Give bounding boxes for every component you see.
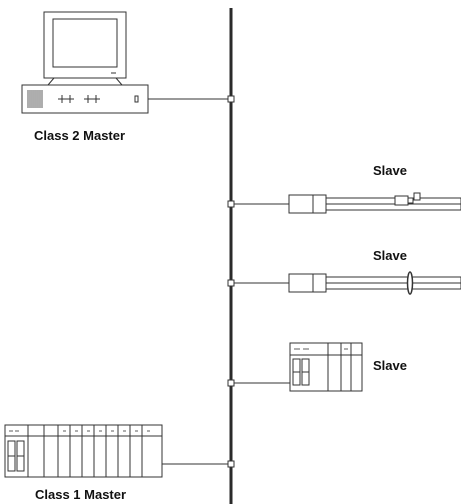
label-class1-master: Class 1 Master (35, 487, 127, 502)
cable-connector-icon (288, 192, 461, 214)
desktop-computer-icon (21, 11, 149, 114)
label-slave-2: Slave (373, 248, 407, 263)
bus-tap-class2-master (227, 95, 235, 103)
plc-rack-icon (4, 424, 163, 478)
label-class2-master: Class 2 Master (34, 128, 126, 143)
bus-tap-slave-3 (227, 379, 235, 387)
label-slave-1: Slave (373, 163, 407, 178)
bus-tap-class1-master (227, 460, 235, 468)
bus-tap-slave-1 (227, 200, 235, 208)
cable-connector-icon (288, 271, 461, 295)
label-slave-3: Slave (373, 358, 407, 373)
plc-rack-icon (289, 342, 363, 392)
bus-tap-slave-2 (227, 279, 235, 287)
